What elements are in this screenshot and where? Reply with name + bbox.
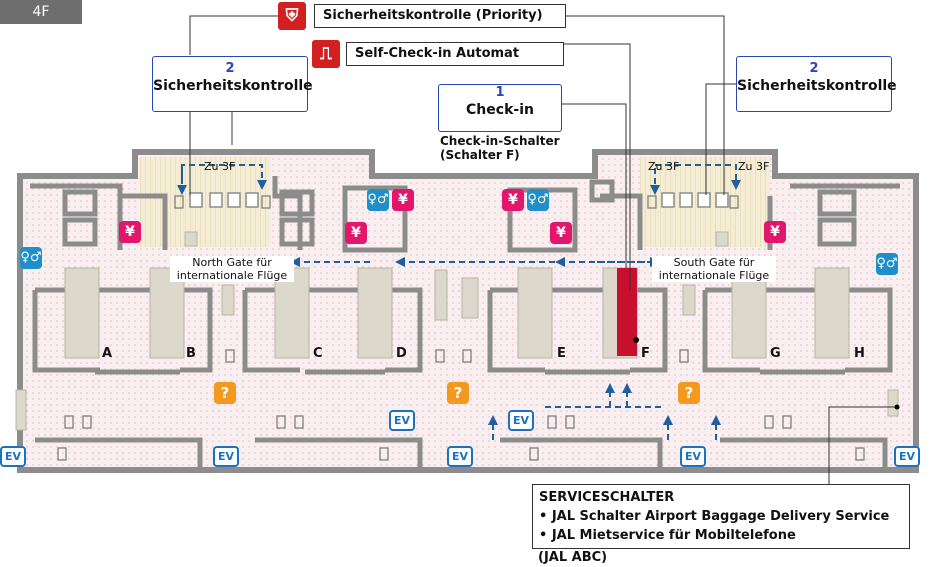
counter-c: C bbox=[313, 346, 323, 361]
checkin-sub2: (Schalter F) bbox=[440, 148, 520, 162]
elevator-icon: EV bbox=[213, 446, 239, 467]
checkin-f-counter bbox=[617, 268, 637, 356]
service-note: (JAL ABC) bbox=[538, 550, 608, 565]
toilet-icon: ♀♂ bbox=[527, 189, 549, 211]
north-gate-line2: internationale Flüge bbox=[176, 269, 288, 282]
elevator-icon: EV bbox=[894, 446, 920, 467]
elevator-icon: EV bbox=[389, 410, 415, 431]
self-checkin-callout: Self-Check-in Automat bbox=[346, 42, 564, 66]
floor-label: 4F bbox=[0, 0, 82, 24]
info-icon: ? bbox=[678, 382, 700, 404]
counter-b: B bbox=[186, 346, 196, 361]
counter-f: F bbox=[641, 346, 650, 361]
elevator-icon: EV bbox=[680, 446, 706, 467]
south-gate-line2: internationale Flüge bbox=[658, 269, 770, 282]
checkin-callout: 1 Check-in bbox=[438, 84, 562, 132]
south-gate-label: South Gate für internationale Flüge bbox=[652, 256, 776, 282]
security-right-label: Sicherheitskontrolle bbox=[737, 78, 897, 94]
north-gate-label: North Gate für internationale Flüge bbox=[170, 256, 294, 282]
security-left-label: Sicherheitskontrolle bbox=[153, 78, 313, 94]
elevator-icon: EV bbox=[0, 446, 26, 467]
service-item-1: • JAL Schalter Airport Baggage Delivery … bbox=[539, 509, 890, 524]
service-item-2: • JAL Mietservice für Mobiltelefone bbox=[539, 528, 796, 543]
checkin-sub1: Check-in-Schalter bbox=[440, 134, 560, 148]
service-title: SERVICESCHALTER bbox=[539, 490, 675, 505]
info-icon: ? bbox=[214, 382, 236, 404]
security-left-callout: 2 Sicherheitskontrolle bbox=[152, 56, 313, 112]
zu3f-south-label-a: Zu 3F bbox=[648, 160, 680, 173]
self-checkin-icon: ⎍ bbox=[312, 40, 340, 68]
currency-exchange-icon: ¥ bbox=[550, 222, 572, 244]
toilet-icon: ♀♂ bbox=[367, 189, 389, 211]
security-right-number: 2 bbox=[809, 61, 819, 76]
currency-exchange-icon: ¥ bbox=[764, 221, 786, 243]
counter-h: H bbox=[854, 346, 865, 361]
counter-a: A bbox=[102, 346, 113, 361]
checkin-counter-label: Check-in-Schalter (Schalter F) bbox=[440, 134, 560, 162]
north-gate-line1: North Gate für bbox=[192, 256, 272, 269]
toilet-icon: ♀♂ bbox=[20, 247, 42, 269]
currency-exchange-icon: ¥ bbox=[502, 189, 524, 211]
south-gate-line1: South Gate für bbox=[673, 256, 755, 269]
toilet-icon: ♀♂ bbox=[876, 253, 898, 275]
counter-e: E bbox=[557, 346, 566, 361]
counter-d: D bbox=[396, 346, 407, 361]
counter-g: G bbox=[770, 346, 781, 361]
service-counter-callout: SERVICESCHALTER • JAL Schalter Airport B… bbox=[532, 484, 910, 549]
zu3f-north-label: Zu 3F bbox=[204, 160, 236, 173]
security-priority-callout: Sicherheitskontrolle (Priority) bbox=[314, 4, 566, 28]
elevator-icon: EV bbox=[508, 410, 534, 431]
security-left-number: 2 bbox=[225, 61, 235, 76]
currency-exchange-icon: ¥ bbox=[392, 189, 414, 211]
elevator-icon: EV bbox=[447, 446, 473, 467]
checkin-number: 1 bbox=[495, 85, 505, 100]
checkin-label: Check-in bbox=[466, 102, 534, 118]
zu3f-south-label-b: Zu 3F bbox=[738, 160, 770, 173]
currency-exchange-icon: ¥ bbox=[119, 221, 141, 243]
security-priority-icon: ⛨ bbox=[278, 2, 306, 30]
info-icon: ? bbox=[447, 382, 469, 404]
security-right-callout: 2 Sicherheitskontrolle bbox=[736, 56, 897, 112]
currency-exchange-icon: ¥ bbox=[345, 222, 367, 244]
